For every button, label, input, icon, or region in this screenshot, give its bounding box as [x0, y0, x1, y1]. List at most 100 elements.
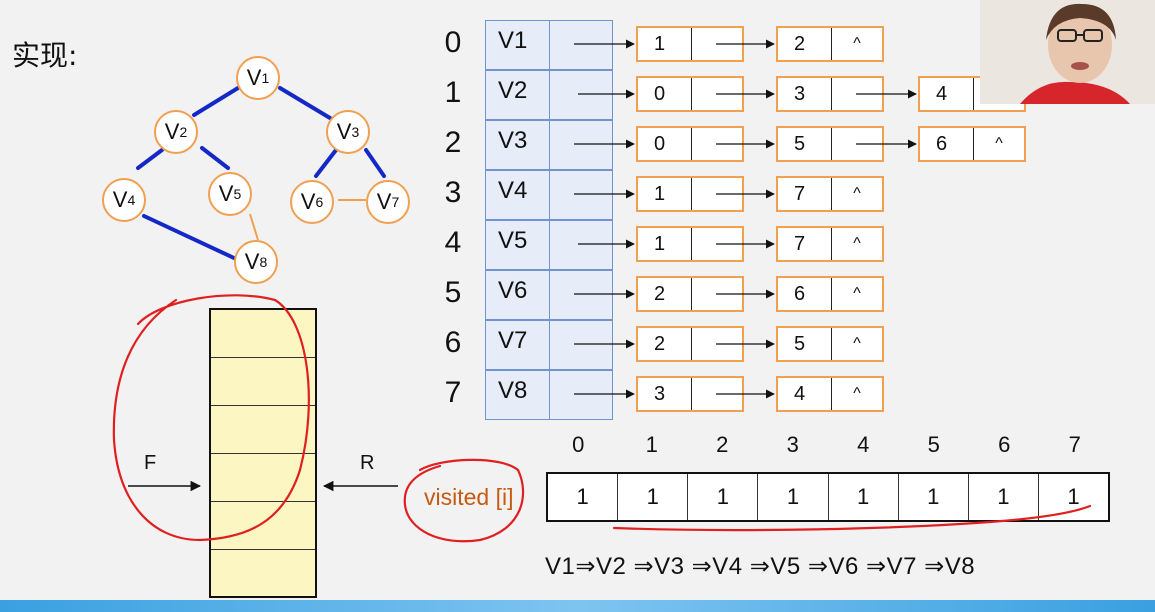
- node-base: V: [300, 189, 316, 214]
- edge-node-adjvex: 4: [778, 378, 832, 410]
- visited-cell: 1: [758, 474, 829, 520]
- visited-index: 7: [1068, 432, 1081, 457]
- node-base: V: [112, 187, 128, 212]
- visited-circle-annotation: [403, 458, 525, 543]
- visited-cell: 1: [548, 474, 619, 520]
- traversal-order: V1⇒V2 ⇒V3 ⇒V4 ⇒V5 ⇒V6 ⇒V7 ⇒V8: [545, 553, 976, 580]
- node-sub: 6: [315, 194, 324, 210]
- row-index: 7: [444, 376, 462, 409]
- visited-cell: 1: [899, 474, 969, 520]
- visited-index: 1: [645, 432, 658, 457]
- visited-cell: 1: [969, 474, 1039, 520]
- edge-node-adjvex: 5: [778, 128, 832, 160]
- node-base: V: [336, 119, 352, 144]
- node-sub: 1: [261, 70, 270, 86]
- vertex-name: V8: [486, 371, 550, 419]
- queue-slot-divider: [211, 549, 315, 550]
- edge-node-adjvex: 1: [638, 228, 692, 260]
- edge-node: 2^: [776, 26, 884, 62]
- queue: [209, 308, 317, 598]
- node-sub: 5: [233, 186, 242, 202]
- vertex-name: V4: [486, 171, 550, 219]
- vertex-row: V6: [485, 270, 613, 320]
- visited-index: 2: [716, 432, 729, 457]
- edge-node-adjvex: 7: [778, 178, 832, 210]
- row-index: 5: [444, 276, 462, 309]
- edge-node-adjvex: 0: [638, 128, 692, 160]
- edge-node: 6^: [918, 126, 1026, 162]
- edge-node-next: ^: [853, 335, 861, 352]
- queue-slot-divider: [211, 357, 315, 358]
- visited-index: 6: [998, 432, 1011, 457]
- visited-underline-annotation: [612, 504, 1092, 532]
- edge-v4-v8: [142, 214, 236, 260]
- edge-node-adjvex: 0: [638, 78, 692, 110]
- row-index: 4: [444, 226, 462, 259]
- edge-node: 7^: [776, 176, 884, 212]
- vertex-row: V5: [485, 220, 613, 270]
- node-base: V: [164, 119, 180, 144]
- row-index: 0: [444, 26, 462, 59]
- node-base: V: [246, 65, 262, 90]
- edge-node: 7^: [776, 226, 884, 262]
- node-sub: 7: [391, 194, 400, 210]
- visited-cell: 1: [1067, 484, 1080, 509]
- row-index: 6: [444, 326, 462, 359]
- edge-node-next: ^: [853, 185, 861, 202]
- visited-index: 0: [572, 432, 585, 457]
- edge-v2-v4: [136, 148, 164, 170]
- edge-v5-v8: [249, 213, 259, 241]
- visited-cell: 1: [688, 474, 759, 520]
- edge-node-adjvex: 3: [638, 378, 692, 410]
- front-pointer-label: F: [144, 452, 157, 474]
- node-base: V: [218, 181, 234, 206]
- visited-cell: 1: [829, 474, 899, 520]
- edge-node-adjvex: 6: [778, 278, 832, 310]
- edge-node: 4^: [776, 376, 884, 412]
- edge-node-adjvex: 6: [920, 128, 974, 160]
- edge-v2-v5: [200, 146, 230, 170]
- vertex-name: V3: [486, 121, 550, 169]
- vertex-row: V1: [485, 20, 613, 70]
- edge-node-adjvex: 7: [778, 228, 832, 260]
- edge-node-next: ^: [853, 235, 861, 252]
- edge-v3-v7: [364, 148, 386, 178]
- rear-pointer-label: R: [360, 452, 375, 474]
- edge-v1-v2: [192, 86, 240, 117]
- presenter-video-image: [980, 0, 1155, 104]
- node-sub: 8: [259, 254, 268, 270]
- edge-node: 5^: [776, 326, 884, 362]
- row-index: 2: [444, 126, 462, 159]
- bottom-progress-bar: [0, 600, 1155, 612]
- vertex-row: V2: [485, 70, 613, 120]
- webcam-overlay: [980, 0, 1155, 104]
- visited-cell: 1: [618, 474, 689, 520]
- visited-index: 4: [857, 432, 870, 457]
- vertex-row: V4: [485, 170, 613, 220]
- edge-node-adjvex: 2: [638, 328, 692, 360]
- vertex-row: V8: [485, 370, 613, 420]
- edge-node-adjvex: 5: [778, 328, 832, 360]
- node-sub: 3: [351, 124, 360, 140]
- vertex-name: V7: [486, 321, 550, 369]
- visited-index: 5: [927, 432, 940, 457]
- visited-index: 3: [786, 432, 799, 457]
- queue-slot-divider: [211, 405, 315, 406]
- node-sub: 4: [127, 192, 136, 208]
- vertex-row: V7: [485, 320, 613, 370]
- page-title: 实现:: [12, 39, 78, 72]
- edge-node-adjvex: 4: [920, 78, 974, 110]
- edge-node-adjvex: 2: [638, 278, 692, 310]
- edge-node-next: ^: [853, 385, 861, 402]
